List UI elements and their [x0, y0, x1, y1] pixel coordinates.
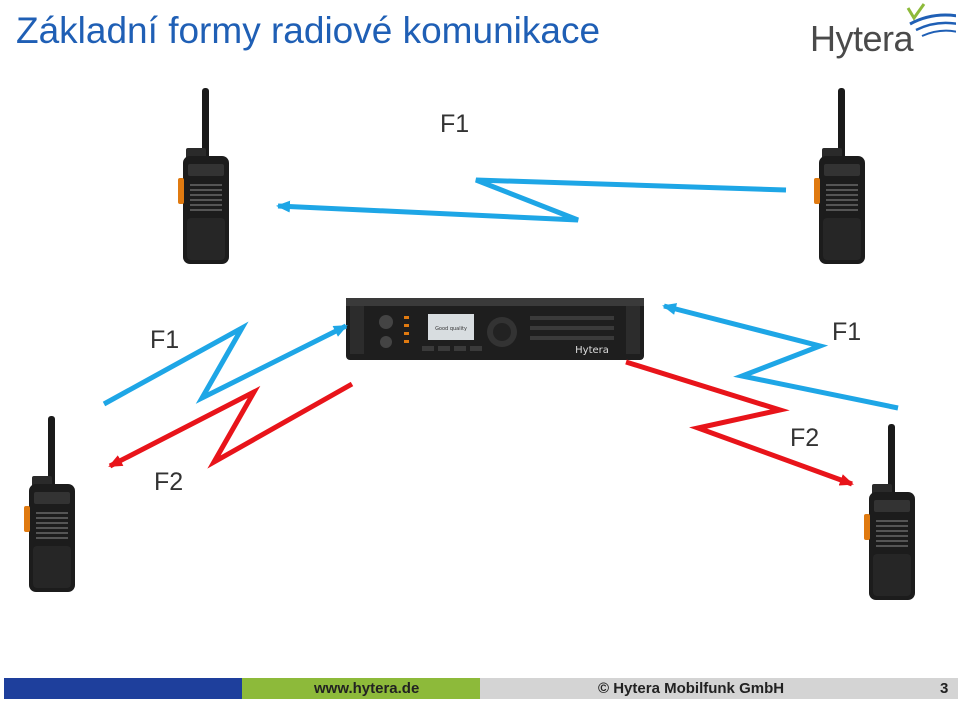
label-right-f1: F1 [832, 318, 862, 346]
logo-swoosh-icon [906, 3, 956, 37]
link-right-f2 [625, 359, 854, 487]
footer-url: www.hytera.de [314, 680, 420, 697]
footer-segment-gray [480, 678, 958, 699]
radio-top-left [178, 88, 229, 264]
repeater-brand: Hytera [575, 345, 609, 356]
footer-segment-blue [4, 678, 242, 699]
link-left-f2 [108, 381, 354, 469]
label-left-f1: F1 [150, 326, 180, 354]
label-right-f2: F2 [790, 424, 820, 452]
label-top-f1: F1 [440, 110, 470, 138]
repeater-device: Good quality Hytera [346, 298, 644, 360]
footer-segment-green [242, 678, 480, 699]
page-number: 3 [940, 680, 949, 697]
link-right-f1 [662, 303, 899, 411]
logo-text: Hytera [810, 18, 914, 59]
hytera-logo: Hytera [806, 2, 956, 64]
radio-bottom-right [864, 424, 915, 600]
label-left-f2: F2 [154, 468, 184, 496]
page-title: Základní formy radiové komunikace [16, 10, 601, 51]
repeater-screen-text: Good quality [435, 326, 467, 332]
radio-bottom-left [24, 416, 75, 592]
link-top-f1 [276, 177, 787, 223]
footer-copyright: © Hytera Mobilfunk GmbH [598, 680, 785, 697]
radio-top-right [814, 88, 865, 264]
link-left-f1 [102, 321, 348, 407]
footer-bar: www.hytera.de © Hytera Mobilfunk GmbH 3 [4, 678, 958, 699]
